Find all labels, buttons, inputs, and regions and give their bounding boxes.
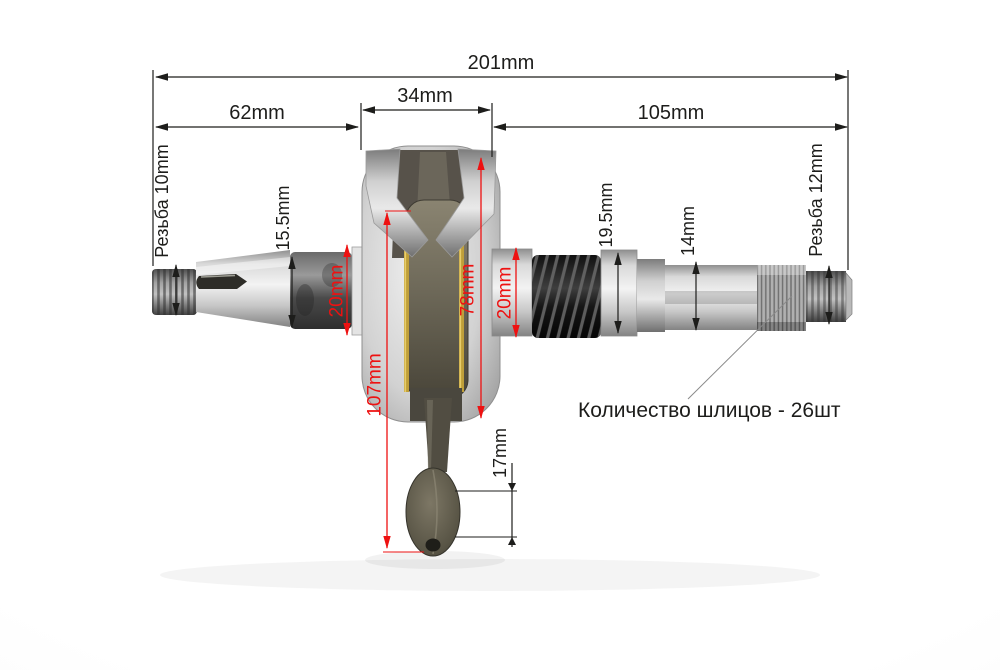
red-dimension-lines	[343, 157, 520, 553]
label-total-length: 201mm	[467, 52, 535, 74]
label-right-journal-diameter: 20mm	[494, 266, 516, 320]
connecting-rod	[405, 398, 461, 557]
black-dimension-lines	[152, 70, 849, 547]
step-ring	[637, 259, 665, 332]
label-web-diameter: 78mm	[457, 263, 479, 317]
worm-section	[532, 255, 601, 338]
label-right-section: 105mm	[637, 102, 705, 124]
left-web-prong	[365, 148, 429, 258]
label-taper-diameter: 15.5mm	[273, 185, 293, 251]
label-left-section: 62mm	[229, 102, 285, 124]
left-journal	[290, 252, 352, 329]
rod-end-hole	[425, 538, 441, 552]
label-right-thread: Резьба 12mm	[806, 143, 826, 257]
black-arrowheads-17mm	[508, 483, 516, 545]
brass-washers	[404, 214, 464, 392]
label-web-width: 34mm	[397, 85, 453, 107]
shaft-14mm	[665, 265, 757, 330]
seal-ring-section	[600, 249, 638, 337]
label-overall-height: 107mm	[364, 353, 386, 417]
left-thread-section	[152, 269, 197, 315]
spline-section	[757, 265, 806, 331]
label-spline-count-note: Количество шлицов - 26шт	[578, 399, 841, 422]
label-shaft-diameter: 14mm	[678, 205, 698, 257]
crankshaft-part	[152, 145, 853, 557]
taper-section	[196, 250, 290, 327]
rod-small-end	[405, 467, 461, 557]
flywheel-webs	[361, 145, 501, 423]
label-small-end-width: 17mm	[490, 427, 510, 479]
floor-shadow	[160, 551, 820, 591]
spline-leader-line	[687, 295, 793, 400]
label-left-journal-diameter: 20mm	[326, 264, 348, 318]
label-left-thread: Резьба 10mm	[152, 144, 172, 258]
keyway-slot	[196, 274, 247, 289]
dim-line-17mm	[455, 463, 517, 547]
label-seal-diameter: 19.5mm	[596, 182, 616, 248]
